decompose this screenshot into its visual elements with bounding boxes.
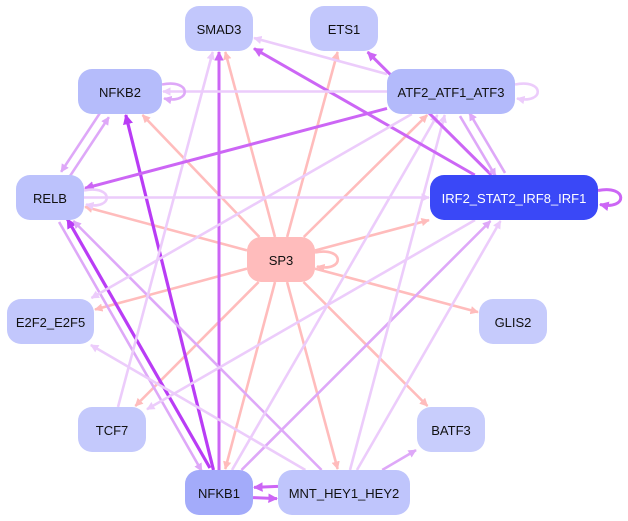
edge-IRF2_STAT2_IRF8_IRF1-to-IRF2_STAT2_IRF8_IRF1 <box>597 188 623 211</box>
node-box <box>278 470 410 515</box>
edge-MNT_HEY1_HEY2-to-IRF2_STAT2_IRF8_IRF1 <box>355 220 502 471</box>
edge-MNT_HEY1_HEY2-to-RELB <box>72 220 323 471</box>
edge-MNT_HEY1_HEY2-to-E2F2_E2F5 <box>90 343 307 472</box>
node-box <box>16 175 84 220</box>
node-box <box>7 299 94 344</box>
node-label: GLIS2 <box>495 315 532 330</box>
node-box <box>185 470 253 515</box>
edge-IRF2_STAT2_IRF8_IRF1-to-SMAD3 <box>253 47 476 177</box>
edge-NFKB2-to-RELB <box>60 111 102 173</box>
node-label: E2F2_E2F5 <box>16 315 85 330</box>
node-IRF2_STAT2_IRF8_IRF1[interactable]: IRF2_STAT2_IRF8_IRF1 <box>430 175 598 220</box>
node-MNT_HEY1_HEY2[interactable]: MNT_HEY1_HEY2 <box>278 470 410 515</box>
edge-RELB-to-NFKB1 <box>57 221 203 472</box>
node-TCF7[interactable]: TCF7 <box>78 407 146 452</box>
node-NFKB2[interactable]: NFKB2 <box>78 69 162 114</box>
edge-SP3-to-ETS1 <box>285 51 340 238</box>
edge-ATF2_ATF1_ATF3-to-IRF2_STAT2_IRF8_IRF1 <box>458 115 497 177</box>
edge-SP3-to-GLIS2 <box>314 267 479 315</box>
edge-IRF2_STAT2_IRF8_IRF1-to-TCF7 <box>146 218 476 411</box>
node-label: SMAD3 <box>197 22 242 37</box>
edges-layer <box>57 35 623 504</box>
edge-ATF2_ATF1_ATF3-to-E2F2_E2F5 <box>90 112 413 300</box>
edge-ATF2_ATF1_ATF3-to-ATF2_ATF1_ATF3 <box>514 82 540 105</box>
node-label: ETS1 <box>328 22 361 37</box>
node-box <box>430 175 598 220</box>
nodes-layer: SMAD3 ETS1 NFKB2 ATF2_ATF1_ATF3 RELB IRF… <box>7 6 598 515</box>
node-box <box>387 69 515 114</box>
edge-MNT_HEY1_HEY2-to-NFKB1 <box>253 482 279 492</box>
node-NFKB1[interactable]: NFKB1 <box>185 470 253 515</box>
edge-SP3-to-E2F2_E2F5 <box>94 267 248 312</box>
edge-IRF2_STAT2_IRF8_IRF1-to-ATF2_ATF1_ATF3 <box>468 112 507 174</box>
node-box <box>310 6 378 51</box>
node-RELB[interactable]: RELB <box>16 175 84 220</box>
node-box <box>417 407 485 452</box>
edge-NFKB1-to-RELB <box>65 218 212 469</box>
node-box <box>185 6 253 51</box>
node-label: IRF2_STAT2_IRF8_IRF1 <box>442 191 587 206</box>
edge-ATF2_ATF1_ATF3-to-SMAD3 <box>253 35 388 76</box>
node-label: NFKB2 <box>99 85 141 100</box>
node-label: MNT_HEY1_HEY2 <box>289 486 400 501</box>
edge-SP3-to-ATF2_ATF1_ATF3 <box>302 114 429 238</box>
edge-NFKB1-to-ATF2_ATF1_ATF3 <box>230 114 439 471</box>
edge-SP3-to-BATF3 <box>302 281 429 407</box>
node-ETS1[interactable]: ETS1 <box>310 6 378 51</box>
node-BATF3[interactable]: BATF3 <box>417 407 485 452</box>
edge-RELB-to-RELB <box>83 188 109 211</box>
node-box <box>78 69 162 114</box>
edge-SP3-to-MNT_HEY1_HEY2 <box>285 281 340 470</box>
edge-SP3-to-SP3 <box>314 250 340 273</box>
node-GLIS2[interactable]: GLIS2 <box>479 299 547 344</box>
edge-SP3-to-IRF2_STAT2_IRF8_IRF1 <box>314 218 430 252</box>
edge-SP3-to-NFKB2 <box>141 114 261 238</box>
edge-ATF2_ATF1_ATF3-to-RELB <box>84 106 388 191</box>
node-label: RELB <box>33 191 67 206</box>
edge-NFKB2-to-NFKB2 <box>161 82 187 105</box>
edge-MNT_HEY1_HEY2-to-ATF2_ATF1_ATF3 <box>348 114 447 471</box>
node-label: ATF2_ATF1_ATF3 <box>398 85 505 100</box>
edge-NFKB1-to-IRF2_STAT2_IRF8_IRF1 <box>240 220 492 471</box>
edge-RELB-to-NFKB2 <box>68 116 110 178</box>
node-box <box>479 299 547 344</box>
node-label: SP3 <box>269 253 294 268</box>
edge-TCF7-to-SMAD3 <box>116 51 215 408</box>
node-box <box>78 407 146 452</box>
node-label: TCF7 <box>96 423 129 438</box>
node-E2F2_E2F5[interactable]: E2F2_E2F5 <box>7 299 94 344</box>
node-ATF2_ATF1_ATF3[interactable]: ATF2_ATF1_ATF3 <box>387 69 515 114</box>
node-SMAD3[interactable]: SMAD3 <box>185 6 253 51</box>
node-label: BATF3 <box>431 423 471 438</box>
node-SP3[interactable]: SP3 <box>247 237 315 282</box>
node-label: NFKB1 <box>198 486 240 501</box>
node-box <box>247 237 315 282</box>
edge-SP3-to-NFKB1 <box>223 281 277 470</box>
edge-NFKB1-to-MNT_HEY1_HEY2 <box>252 493 278 504</box>
edge-MNT_HEY1_HEY2-to-BATF3 <box>381 448 417 472</box>
